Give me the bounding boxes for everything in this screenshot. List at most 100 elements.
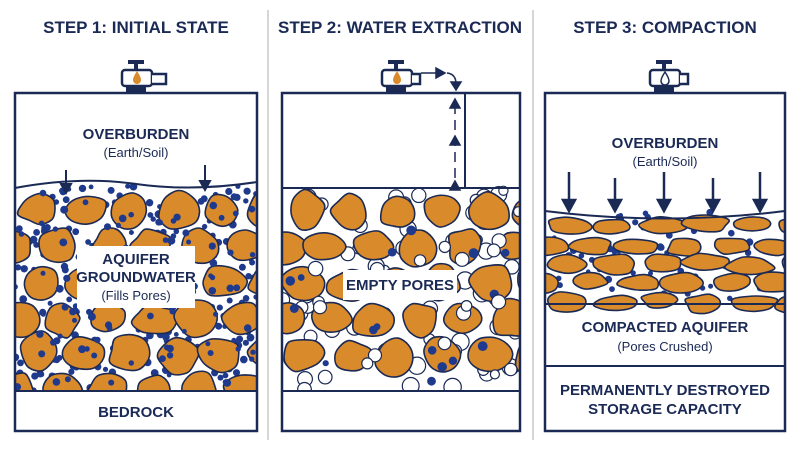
pore-particle xyxy=(15,264,22,271)
pore-particle xyxy=(208,242,216,250)
groundwater-label: GROUNDWATER xyxy=(76,269,196,286)
pore-particle xyxy=(648,270,653,276)
pore-particle xyxy=(317,369,333,385)
pore-particle xyxy=(62,196,70,204)
water-droplet-icon xyxy=(393,71,401,84)
pore-particle xyxy=(233,193,241,201)
rock-grain xyxy=(592,253,636,276)
pore-particle xyxy=(102,366,109,372)
pore-particle xyxy=(233,369,240,377)
pore-particle xyxy=(104,321,113,329)
pore-particle xyxy=(209,201,218,210)
pore-particle xyxy=(307,260,324,277)
pore-particle xyxy=(438,240,451,254)
rock-grain xyxy=(379,195,416,228)
pore-particle xyxy=(66,296,73,303)
compacted-aquifer xyxy=(545,208,785,315)
pore-particle xyxy=(125,183,131,189)
rock-grain xyxy=(0,265,12,300)
pore-particle xyxy=(248,205,256,213)
rock-grain xyxy=(226,229,257,262)
pore-particle xyxy=(609,286,615,292)
pore-particle xyxy=(173,213,181,221)
pore-particle xyxy=(115,222,121,228)
pore-particle xyxy=(658,244,665,251)
pore-particle xyxy=(406,225,417,236)
pore-particle xyxy=(427,376,436,386)
faucet-icon xyxy=(380,60,422,93)
rock-grain xyxy=(181,370,218,391)
pore-particle xyxy=(78,345,86,354)
pore-particle xyxy=(213,311,219,317)
pressure-arrow-icon xyxy=(59,165,212,196)
step2-title: STEP 2: WATER EXTRACTION xyxy=(278,18,522,37)
pore-particle xyxy=(642,210,649,217)
pore-particle xyxy=(201,223,208,230)
pore-particle xyxy=(91,352,98,359)
pore-particle xyxy=(207,350,214,356)
pore-particle xyxy=(401,376,420,391)
pore-particle xyxy=(361,357,374,370)
pore-particle xyxy=(242,339,249,346)
pore-particle xyxy=(31,372,39,380)
label-box xyxy=(77,246,195,308)
pore-particle xyxy=(249,356,255,362)
pore-particle xyxy=(235,346,241,352)
rock-grain xyxy=(374,337,414,378)
pore-particle xyxy=(728,229,735,237)
rock-grain xyxy=(247,269,257,295)
pore-particle xyxy=(222,372,229,379)
overburden-sub: (Earth/Soil) xyxy=(632,154,697,169)
rock-grain xyxy=(592,218,631,235)
pore-particle xyxy=(47,300,53,306)
rock-grain xyxy=(612,238,659,255)
panel-step1: OVERBURDEN (Earth/Soil) AQUIFER GROUNDWA… xyxy=(0,60,259,433)
rock-grain xyxy=(732,216,772,232)
pore-particle xyxy=(503,362,518,377)
pore-particle xyxy=(437,336,452,351)
pore-particle xyxy=(246,333,255,342)
pore-particle xyxy=(20,265,28,273)
overburden-label: OVERBURDEN xyxy=(612,135,719,152)
pore-particle xyxy=(128,360,134,366)
pore-particle xyxy=(437,362,448,372)
storage-capacity-label: STORAGE CAPACITY xyxy=(588,401,742,418)
rock-grain xyxy=(0,195,8,222)
pore-particle xyxy=(85,239,91,245)
pore-particle xyxy=(40,270,46,276)
rock-grain xyxy=(282,231,308,266)
pore-particle xyxy=(225,187,233,196)
pore-particle xyxy=(181,328,187,334)
panel-step2: EMPTY PORES xyxy=(280,60,522,433)
pore-particle xyxy=(33,241,40,248)
label-box xyxy=(343,270,457,300)
pore-particle xyxy=(61,303,69,311)
step3-title: STEP 3: COMPACTION xyxy=(573,18,757,37)
pore-particle xyxy=(38,350,46,358)
rock-grain xyxy=(38,227,76,264)
pore-particle xyxy=(232,210,239,217)
rock-grain xyxy=(753,238,785,257)
pore-particle xyxy=(18,231,25,237)
pore-particle xyxy=(243,324,252,332)
pore-particle xyxy=(249,259,256,266)
pore-particle xyxy=(39,189,47,197)
pore-particle xyxy=(243,187,251,195)
pore-particle xyxy=(312,300,328,315)
rock-grain xyxy=(616,273,660,292)
rock-grain xyxy=(753,271,785,293)
pore-particle xyxy=(632,219,639,226)
extraction-arrow-icon xyxy=(421,66,463,191)
pore-particle xyxy=(209,259,218,267)
empty-pores-label: EMPTY PORES xyxy=(346,277,454,294)
pore-particle xyxy=(411,187,427,204)
pore-particle xyxy=(29,235,38,244)
pore-particle xyxy=(72,317,77,323)
pore-particle xyxy=(297,274,305,281)
pore-particle xyxy=(53,356,61,364)
pore-particle xyxy=(200,195,208,203)
soil-boundary xyxy=(14,179,258,189)
rock-grain xyxy=(86,372,128,391)
